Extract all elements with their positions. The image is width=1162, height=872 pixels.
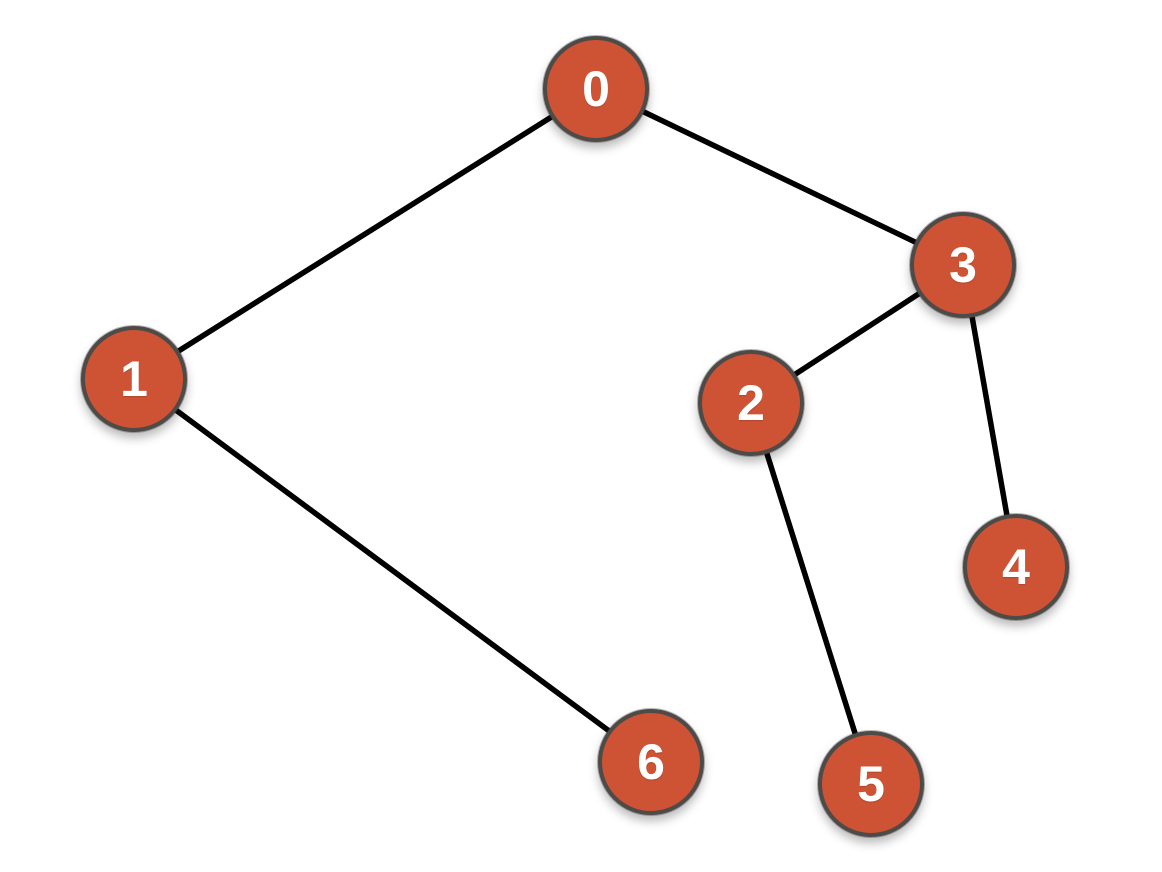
graph-edge-2-5 <box>748 400 874 787</box>
graph-node-label: 6 <box>637 734 665 790</box>
graph-node-label: 4 <box>1002 539 1030 595</box>
graph-node-5: 5 <box>818 731 924 837</box>
graph-node-label: 2 <box>737 375 765 431</box>
graph-node-6: 6 <box>598 709 704 815</box>
graph-node-4: 4 <box>963 514 1069 620</box>
graph-node-label: 0 <box>582 61 610 117</box>
graph-node-0: 0 <box>543 36 649 142</box>
graph-node-label: 1 <box>120 351 148 407</box>
graph-node-1: 1 <box>81 326 187 432</box>
graph-node-3: 3 <box>910 212 1016 318</box>
graph-node-label: 5 <box>857 756 885 812</box>
graph-node-2: 2 <box>698 350 804 456</box>
graph-edge-1-6 <box>131 376 654 765</box>
graph-node-label: 3 <box>949 237 977 293</box>
graph-edge-0-1 <box>131 86 599 382</box>
graph-edge-0-3 <box>593 86 966 268</box>
